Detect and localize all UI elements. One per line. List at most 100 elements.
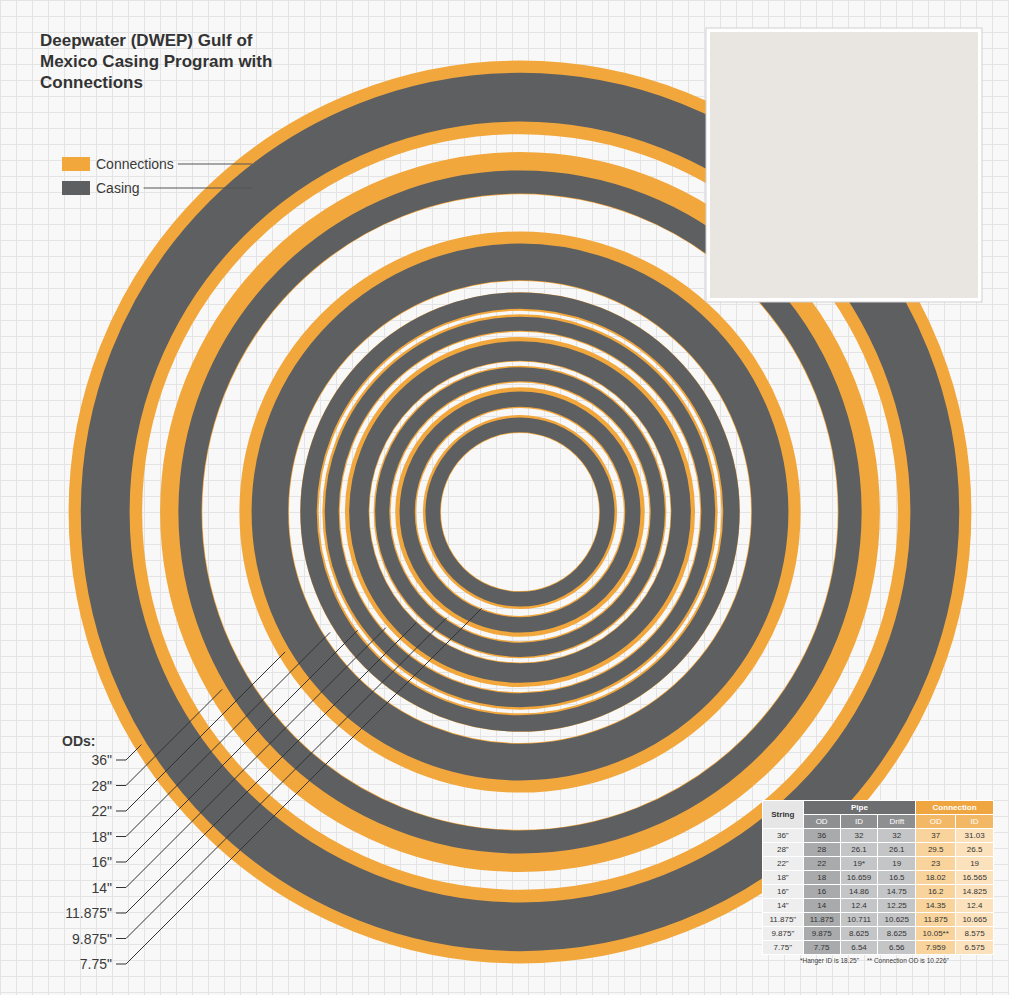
inset-frame — [706, 28, 982, 302]
table-cell: 12.4 — [840, 899, 878, 913]
connection-ring — [357, 349, 683, 675]
od-label: 9.875" — [50, 931, 112, 947]
table-cell: ID — [956, 815, 994, 829]
table-cell: 32 — [878, 829, 916, 843]
od-label: 7.75" — [50, 956, 112, 972]
table-cell: 23 — [916, 857, 956, 871]
od-label: 18" — [50, 829, 112, 845]
table-cell: Pipe — [803, 801, 916, 815]
connection-ring — [309, 301, 730, 722]
table-cell: 18 — [803, 871, 840, 885]
table-cell: 22" — [763, 857, 804, 871]
dimension-table: StringPipeConnectionODIDDriftODID36"3632… — [762, 800, 994, 955]
casing-ring — [309, 301, 732, 724]
legend-text: Casing — [96, 180, 140, 196]
table-cell: 26.1 — [840, 843, 878, 857]
table-cell: OD — [803, 815, 840, 829]
table-cell: 36 — [803, 829, 840, 843]
table-cell: 12.4 — [956, 899, 994, 913]
od-label: 16" — [50, 854, 112, 870]
table-cell: 8.625 — [878, 927, 916, 941]
od-leader — [116, 618, 447, 939]
od-label: 36" — [50, 752, 112, 768]
table-cell: 6.56 — [878, 941, 916, 955]
table-cell: 28 — [803, 843, 840, 857]
od-leader — [116, 689, 222, 785]
od-label: 22" — [50, 803, 112, 819]
table-cell: 14" — [763, 899, 804, 913]
table-cell: 32 — [840, 829, 878, 843]
table-cell: 19 — [878, 857, 916, 871]
od-leader — [116, 628, 386, 888]
footnote: *Hanger ID is 18.25" — [800, 957, 859, 964]
table-cell: 14.825 — [956, 885, 994, 899]
od-heading: ODs: — [62, 733, 95, 749]
diagram-title: Deepwater (DWEP) Gulf of Mexico Casing P… — [40, 30, 275, 93]
table-cell: 14.35 — [916, 899, 956, 913]
table-cell: String — [763, 801, 804, 829]
legend-text: Connections — [96, 156, 174, 172]
connection-ring — [406, 398, 635, 627]
table-cell: 7.959 — [916, 941, 956, 955]
footnote: ** Connection OD is 10.226" — [867, 957, 949, 964]
casing-ring — [332, 324, 708, 700]
table-cell: 16" — [763, 885, 804, 899]
table-cell: OD — [916, 815, 956, 829]
table-cell: 16 — [803, 885, 840, 899]
table-cell: 11.875 — [803, 913, 840, 927]
table-cell: Connection — [916, 801, 994, 815]
table-cell: 18.02 — [916, 871, 956, 885]
table-cell: 31.03 — [956, 829, 994, 843]
table-cell: 6.575 — [956, 941, 994, 955]
table-cell: 12.25 — [878, 899, 916, 913]
od-leader — [116, 608, 482, 964]
od-label: 28" — [50, 778, 112, 794]
table-cell: 6.54 — [840, 941, 878, 955]
table-cell: 18" — [763, 871, 804, 885]
table-cell: 14.75 — [878, 885, 916, 899]
table-cell: 7.75 — [803, 941, 840, 955]
table-cell: Drift — [878, 815, 916, 829]
table-cell: 10.665 — [956, 913, 994, 927]
table-cell: ID — [840, 815, 878, 829]
casing-ring — [270, 262, 770, 762]
table-cell: 14 — [803, 899, 840, 913]
casing-ring — [359, 351, 681, 673]
table-cell: 8.625 — [840, 927, 878, 941]
table-cell: 16.2 — [916, 885, 956, 899]
table-cell: 9.875 — [803, 927, 840, 941]
inset-ground — [710, 32, 978, 298]
legend-swatch — [62, 181, 90, 195]
legend-leader — [144, 188, 252, 189]
od-label: 11.875" — [50, 905, 112, 921]
legend-swatch — [62, 157, 90, 171]
table-cell: 28" — [763, 843, 804, 857]
table-cell: 29.5 — [916, 843, 956, 857]
table-cell: 11.875" — [763, 913, 804, 927]
od-leader — [116, 623, 416, 913]
table-cell: 8.575 — [956, 927, 994, 941]
od-leader — [116, 745, 141, 760]
table-cell: 19* — [840, 857, 878, 871]
connection-ring — [264, 256, 776, 768]
table-cell: 16.5 — [878, 871, 916, 885]
table-cell: 10.711 — [840, 913, 878, 927]
table-cell: 10.05** — [916, 927, 956, 941]
table-cell: 16.659 — [840, 871, 878, 885]
connection-ring — [432, 424, 608, 600]
table-cell: 9.875" — [763, 927, 804, 941]
table-cell: 11.875 — [916, 913, 956, 927]
casing-ring — [382, 374, 658, 650]
table-cell: 7.75" — [763, 941, 804, 955]
legend-leader — [178, 164, 252, 165]
table-cell: 14.86 — [840, 885, 878, 899]
casing-ring — [433, 425, 607, 599]
table-cell: 37 — [916, 829, 956, 843]
table-cell: 26.1 — [878, 843, 916, 857]
od-leader — [116, 632, 330, 836]
table-cell: 36" — [763, 829, 804, 843]
table-cell: 26.5 — [956, 843, 994, 857]
table-cell: 16.565 — [956, 871, 994, 885]
casing-ring — [407, 399, 633, 625]
od-label: 14" — [50, 880, 112, 896]
